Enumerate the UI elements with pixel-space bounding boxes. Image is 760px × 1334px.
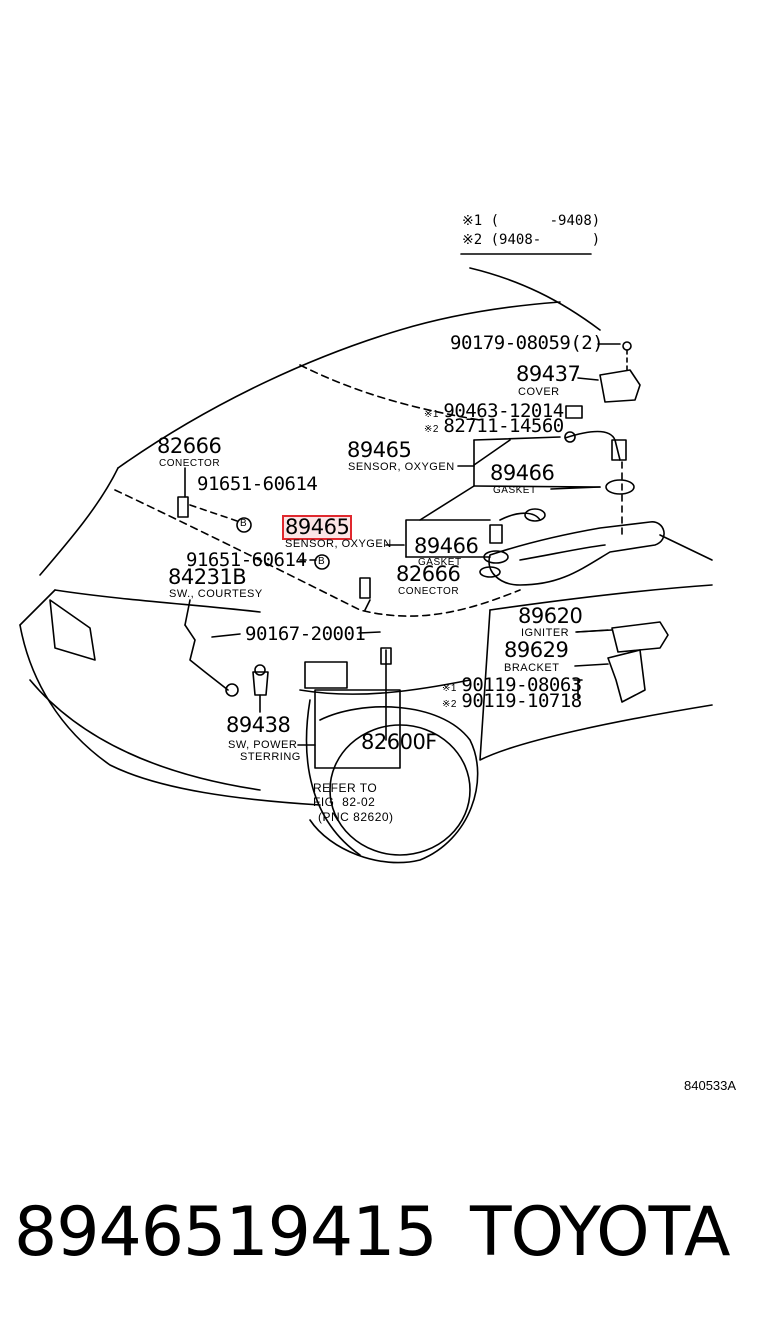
part-desc-89465-lower: SENSOR, OXYGEN <box>285 538 392 550</box>
bolt-mark-mid: B <box>318 556 326 567</box>
part-label-89438[interactable]: 89438 <box>226 713 291 737</box>
gasket-upper <box>605 479 635 495</box>
part-label-89465-highlighted[interactable]: 89465 <box>282 515 353 540</box>
part-label-90119-10718[interactable]: 90119-10718 <box>461 690 582 712</box>
sensor-body-upper <box>611 439 627 461</box>
part-desc-89629: BRACKET <box>504 662 560 674</box>
mark-90119a: ※1 <box>442 683 457 694</box>
relay-block <box>304 661 348 689</box>
bolt-top <box>236 517 252 533</box>
mark-90119b: ※2 <box>442 699 457 710</box>
part-label-91651-mid[interactable]: 91651-60614 <box>186 549 307 571</box>
part-desc-89438-line1: SW, POWER <box>228 739 298 751</box>
car-hood-crease <box>114 489 521 617</box>
legend-mark-1: ※1 <box>462 213 483 229</box>
part-row-90119a: ※1 90119-08063 <box>442 676 582 695</box>
part-label-89437[interactable]: 89437 <box>516 362 581 386</box>
legend-row-2: ※2 (9408- ) <box>462 233 600 247</box>
part-label-82600F[interactable]: 82600F <box>361 730 437 754</box>
footer-part-number: 8946519415 <box>14 1193 438 1272</box>
footer-brand: TOYOTA <box>470 1193 730 1272</box>
mark-82711: ※2 <box>424 424 439 435</box>
car-front-edge <box>19 589 56 626</box>
refer-note-line3: (PNC 82620) <box>318 810 394 824</box>
part-label-89620[interactable]: 89620 <box>518 604 583 628</box>
part-label-91651-top[interactable]: 91651-60614 <box>197 473 318 495</box>
car-hood-front <box>39 467 119 576</box>
part-desc-89466-upper: GASKET <box>493 485 537 496</box>
part-desc-89465-upper: SENSOR, OXYGEN <box>348 461 455 473</box>
nut-part <box>622 341 632 351</box>
car-bumper-lower <box>29 679 261 791</box>
car-hood-outline <box>117 301 561 469</box>
part-label-90119-08063[interactable]: 90119-08063 <box>461 674 582 696</box>
part-label-90167[interactable]: 90167-20001 <box>245 623 366 645</box>
relay-box <box>314 689 401 769</box>
car-grille-top <box>54 589 261 613</box>
connector-mid <box>359 577 371 599</box>
part-label-89465-upper[interactable]: 89465 <box>347 438 412 462</box>
legend-range-1: ( -9408) <box>490 213 601 229</box>
part-label-89629[interactable]: 89629 <box>504 638 569 662</box>
car-fender-arc <box>305 699 361 856</box>
callout-bracket-89465 <box>405 519 491 558</box>
car-pillar <box>659 534 713 561</box>
part-label-89466-lower[interactable]: 89466 <box>414 534 479 558</box>
part-desc-89437: COVER <box>518 386 560 398</box>
part-row-82711: ※2 82711-14560 <box>424 417 564 436</box>
sensor-connector-upper <box>564 431 576 443</box>
exhaust-pipe <box>488 521 665 586</box>
refer-note-line2: FIG 82-02 <box>313 795 376 809</box>
part-desc-84231B: SW., COURTESY <box>169 588 263 600</box>
igniter-part <box>611 621 669 653</box>
oxygen-sensor-lower <box>499 512 541 521</box>
legend-mark-2: ※2 <box>462 232 483 248</box>
igniter-bracket <box>607 649 646 703</box>
diagram-reference-code: 840533A <box>684 1078 737 1093</box>
part-label-84231B[interactable]: 84231B <box>168 565 247 589</box>
car-door-line <box>479 609 713 761</box>
bolt-mark-top: B <box>240 518 248 529</box>
car-wheel-arch <box>309 706 479 864</box>
part-row-90119b: ※2 90119-10718 <box>442 692 582 711</box>
part-desc-89620: IGNITER <box>521 627 570 639</box>
connector-top <box>177 496 189 518</box>
part-label-90463[interactable]: 90463-12014 <box>443 400 564 422</box>
part-label-82666-top[interactable]: 82666 <box>157 434 222 458</box>
bolt-mid <box>314 554 330 570</box>
cover-part <box>599 369 641 403</box>
callout-bracket-89465-upper <box>419 439 475 521</box>
courtesy-switch <box>184 624 229 691</box>
part-label-89466-upper[interactable]: 89466 <box>490 461 555 485</box>
car-fender <box>299 679 471 695</box>
legend-row-1: ※1 ( -9408) <box>462 214 600 228</box>
car-door-upper <box>489 584 713 611</box>
part-desc-82666-mid: CONECTOR <box>398 586 460 597</box>
part-label-90179[interactable]: 90179-08059(2) <box>450 332 604 354</box>
part-desc-82666-top: CONECTOR <box>159 458 221 469</box>
part-label-82711[interactable]: 82711-14560 <box>443 415 564 437</box>
part-desc-89466-lower: GASKET <box>418 557 462 568</box>
clip-part <box>565 405 583 419</box>
car-bumper <box>19 624 321 806</box>
exhaust-pipe-detail <box>519 544 606 561</box>
legend-range-2: (9408- ) <box>490 232 601 248</box>
part-label-82666-mid[interactable]: 82666 <box>396 562 461 586</box>
sensor-body-lower <box>489 524 503 544</box>
refer-note-line1: REFER TO <box>313 781 378 795</box>
car-roof-line <box>469 267 601 331</box>
car-windshield-line <box>299 364 481 421</box>
part-desc-89438-line2: STERRING <box>240 751 301 763</box>
car-headlight <box>49 599 96 661</box>
power-steering-switch <box>252 671 269 696</box>
mark-90463: ※1 <box>424 409 439 420</box>
part-row-90463: ※1 90463-12014 <box>424 402 564 421</box>
